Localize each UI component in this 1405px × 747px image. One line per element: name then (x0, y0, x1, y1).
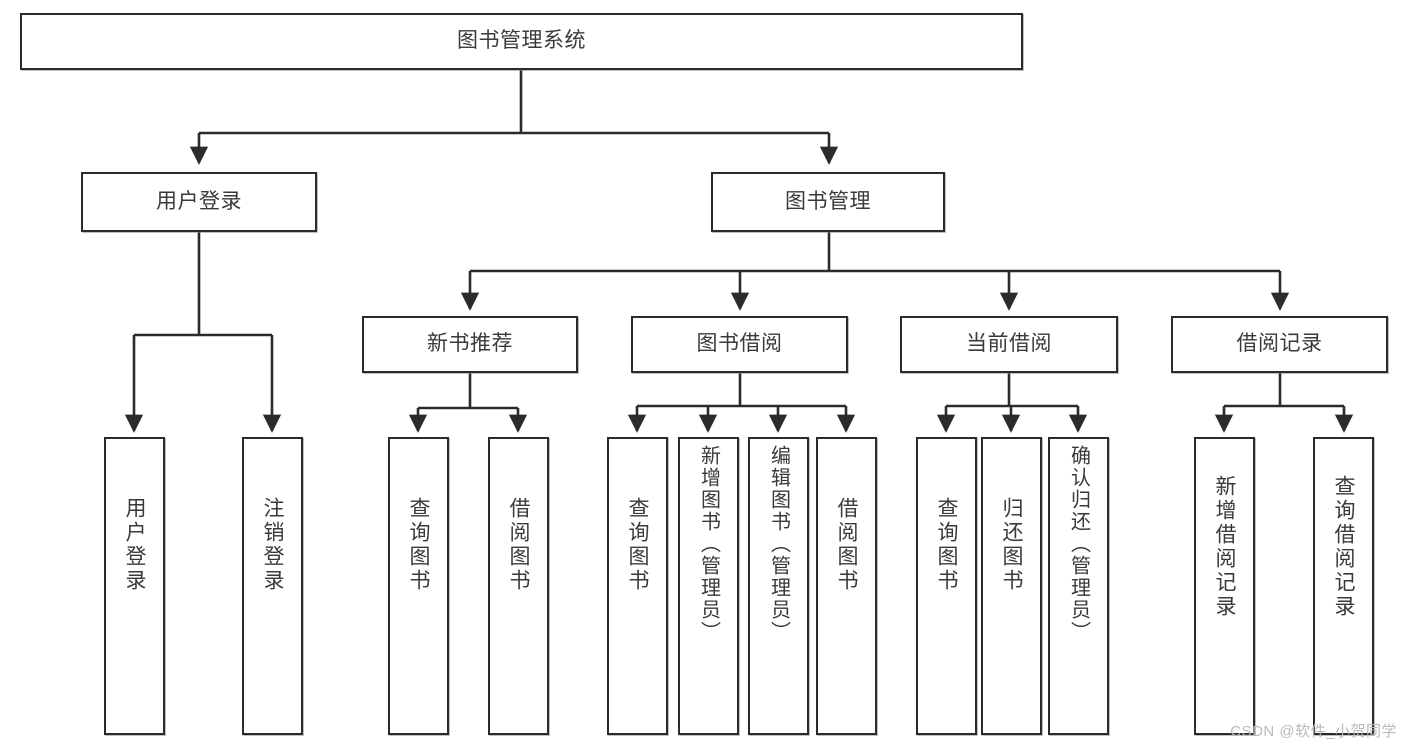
node-label: 图书管理 (785, 189, 871, 213)
node-book-borrow[interactable]: 图书借阅 (631, 316, 848, 373)
node-label: 查询图书 (626, 497, 649, 593)
node-leaf-confirm-return[interactable]: 确认归还（管理员） (1048, 437, 1109, 735)
node-label: 确认归还（管理员） (1067, 445, 1090, 643)
node-leaf-user-login[interactable]: 用户登录 (104, 437, 165, 735)
node-leaf-logout-login[interactable]: 注销登录 (242, 437, 303, 735)
node-borrow-record[interactable]: 借阅记录 (1171, 316, 1388, 373)
node-label: 归还图书 (1000, 497, 1023, 593)
node-leaf-borrow-book-2[interactable]: 借阅图书 (816, 437, 877, 735)
node-leaf-query-book-1[interactable]: 查询图书 (388, 437, 449, 735)
node-label: 编辑图书（管理员） (767, 445, 790, 643)
node-label: 借阅图书 (835, 497, 858, 593)
node-current-borrow[interactable]: 当前借阅 (900, 316, 1118, 373)
node-label: 查询图书 (407, 497, 430, 593)
node-label: 新书推荐 (427, 332, 513, 356)
node-book-management[interactable]: 图书管理 (711, 172, 945, 232)
node-leaf-add-record[interactable]: 新增借阅记录 (1194, 437, 1255, 735)
node-new-book-recommend[interactable]: 新书推荐 (362, 316, 578, 373)
node-leaf-borrow-book-1[interactable]: 借阅图书 (488, 437, 549, 735)
node-leaf-return-book[interactable]: 归还图书 (981, 437, 1042, 735)
node-label: 当前借阅 (966, 332, 1052, 356)
node-label: 借阅记录 (1236, 332, 1323, 356)
node-label: 用户登录 (156, 189, 242, 213)
node-label: 图书借阅 (696, 332, 783, 356)
node-label: 查询借阅记录 (1332, 475, 1355, 619)
node-leaf-edit-book[interactable]: 编辑图书（管理员） (748, 437, 809, 735)
node-book-management-system[interactable]: 图书管理系统 (20, 13, 1023, 70)
csdn-watermark: CSDN @软件_小贺同学 (1230, 723, 1397, 740)
node-label: 注销登录 (261, 497, 284, 593)
node-label: 查询图书 (935, 497, 958, 593)
node-label: 借阅图书 (507, 497, 530, 593)
node-label: 用户登录 (123, 497, 146, 593)
node-label: 图书管理系统 (457, 29, 586, 53)
node-leaf-query-book-2[interactable]: 查询图书 (607, 437, 668, 735)
node-user-login[interactable]: 用户登录 (81, 172, 317, 232)
node-leaf-query-book-3[interactable]: 查询图书 (916, 437, 977, 735)
node-leaf-add-book[interactable]: 新增图书（管理员） (678, 437, 739, 735)
node-label: 新增图书（管理员） (697, 445, 720, 643)
node-leaf-query-record[interactable]: 查询借阅记录 (1313, 437, 1374, 735)
node-label: 新增借阅记录 (1213, 475, 1236, 619)
